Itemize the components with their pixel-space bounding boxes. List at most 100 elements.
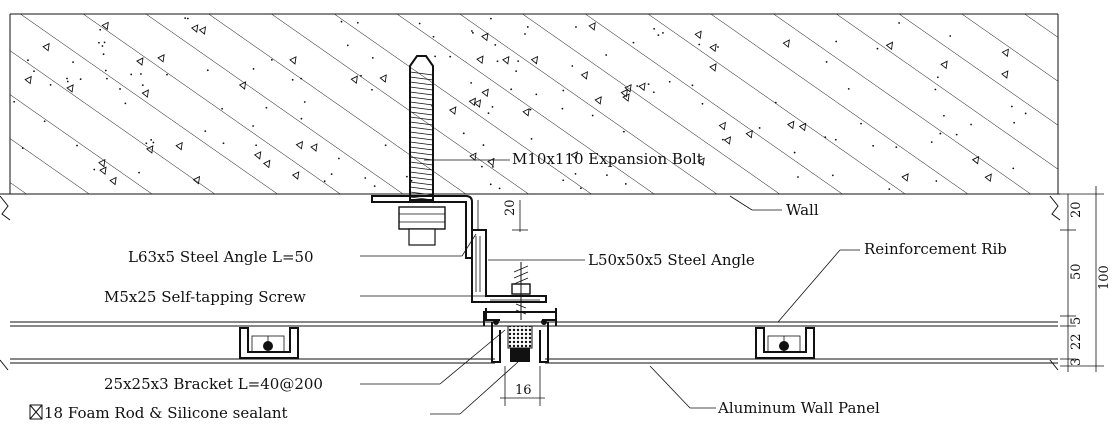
aggregate-triangle [379,74,387,83]
aggregate-dot [606,174,608,177]
self-tapping-screw [511,262,531,320]
dim-right-22: 22 [1069,333,1084,350]
dim-right-3: 3 [1069,358,1084,366]
aggregate-dot [13,100,16,103]
aggregate-dot [653,27,656,30]
aggregate-dot [793,151,796,154]
aggregate-triangle [146,145,154,154]
aggregate-dot [1010,105,1013,108]
aggregate-dot [662,31,664,34]
aggregate-dot [605,54,608,56]
aggregate-triangle [24,75,32,85]
aggregate-dot [184,17,187,20]
aggregate-dot [104,69,107,72]
aggregate-dot [360,74,362,77]
aggregate-dot [99,28,102,31]
aggregate-dot [657,34,660,37]
aggregate-dot [691,84,694,87]
aggregate-dot [494,44,497,46]
aggregate-dot [364,177,367,179]
aggregate-triangle [570,151,578,160]
aggregate-dot [346,44,349,47]
aluminum-panel-lines [10,321,1058,364]
aggregate-dot [510,88,513,91]
aggregate-dot [49,84,52,86]
aggregate-dot [943,114,945,117]
aggregate-triangle [350,75,358,85]
dimension-lines [477,186,1104,406]
aggregate-dot [130,73,133,76]
aggregate-triangle [745,129,753,139]
aggregate-dot [410,179,413,182]
aggregate-triangle [481,88,489,98]
steel-angle-l50 [471,229,547,303]
aggregate-triangle [262,159,271,169]
aggregate-triangle [501,55,510,65]
aggregate-dot [491,105,494,108]
aggregate-dot [270,59,273,61]
dim-20-center: 20 [503,199,518,216]
aggregate-triangle [1000,70,1009,79]
dim-right-50: 50 [1069,263,1084,280]
aggregate-dot [303,101,306,103]
aggregate-dot [145,142,148,145]
aggregate-triangle [190,24,199,33]
aggregate-dot [949,35,952,37]
aggregate-triangle [481,32,489,42]
dim-right-5: 5 [1069,317,1084,325]
aggregate-dot [496,60,499,63]
aggregate-dot [489,183,492,186]
aggregate-dot [632,41,635,44]
aggregate-dot [872,144,875,147]
aggregate-triangle [289,56,297,65]
aggregate-triangle [476,55,484,65]
aggregate-triangle [291,171,300,180]
aggregate-triangle [709,43,717,53]
aggregate-dot [76,144,78,147]
aggregate-triangle [984,173,992,183]
aggregate-dot [79,78,82,81]
aggregate-dot [834,138,837,141]
aggregate-dot [860,122,862,125]
bracket [485,308,557,321]
aggregate-dot [255,144,258,147]
reinforcement-rib-right [755,327,815,359]
aggregate-dot [356,21,359,24]
aggregate-dot [562,179,565,182]
aggregate-dot [535,93,538,96]
aggregate-dot [898,22,901,24]
aggregate-dot [252,68,255,70]
aggregate-dot [405,175,408,178]
label-foam-rod: 18 Foam Rod & Silicone sealant [44,404,288,422]
aggregate-triangle [594,96,602,105]
aggregate-dot [66,80,69,83]
aggregate-dot [930,141,933,144]
aggregate-triangle [901,173,909,182]
aggregate-dot [471,31,474,34]
aggregate-triangle [1001,48,1009,58]
label-self-tapping-screw: M5x25 Self-tapping Screw [104,288,306,306]
aggregate-triangle [310,143,318,152]
aggregate-triangle [709,63,717,72]
aggregate-triangle [971,155,980,165]
aggregate-dot [970,123,972,126]
aggregate-dot [515,70,518,73]
aggregate-dot [300,117,303,120]
aggregate-dot [526,26,529,28]
aggregate-dot [668,80,671,83]
aggregate-triangle [522,107,530,117]
leader-lines [360,159,860,415]
aggregate-dot [701,102,704,105]
aggregate-triangle [473,99,482,108]
aggregate-dot [330,173,333,176]
aggregate-dot [252,125,255,127]
aggregate-dot [847,87,850,90]
aggregate-dot [831,174,834,177]
aggregate-triangle [141,89,149,98]
aggregate-triangle [530,55,539,65]
aggregate-dot [562,89,565,92]
aggregate-dot [206,69,209,72]
aggregate-dot [481,165,483,168]
aggregate-dot [470,81,473,84]
